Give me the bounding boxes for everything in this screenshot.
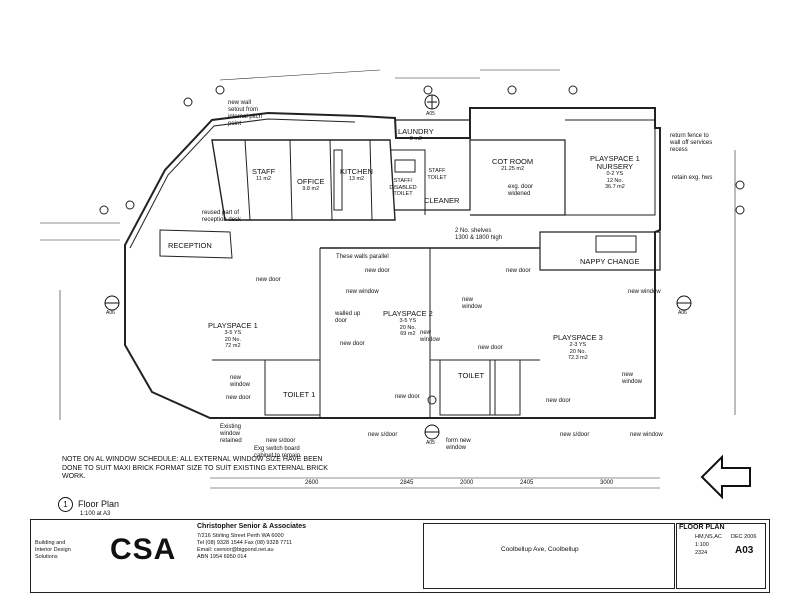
room-toilet2: TOILET xyxy=(458,371,485,380)
annotation: Exg switch board cabinet to remain xyxy=(254,446,301,459)
firm-name: Christopher Senior & Associates xyxy=(197,523,307,530)
project-name: Coolbellup Ave, Coolbellup xyxy=(501,546,579,553)
annotation: reused part of reception desk xyxy=(202,210,242,223)
dimension: 2000 xyxy=(460,480,474,486)
annotation: These walls parallel xyxy=(336,254,389,260)
firm-address: 7/216 Stirling Street Perth WA 6000 xyxy=(197,533,284,539)
date: DEC 2006 xyxy=(731,534,757,540)
room-cleaner: CLEANER xyxy=(424,196,460,205)
room-staff-wc: STAFF TOILET xyxy=(427,168,447,181)
section-marker-a06-left xyxy=(104,295,120,311)
annotation: 2 No. shelves 1300 & 1800 high xyxy=(455,228,503,241)
drawing-info-box xyxy=(676,523,766,589)
section-tag: A05 xyxy=(426,111,435,117)
title-block: Building and Interior Design Solutions C… xyxy=(30,519,770,593)
annotation: new door xyxy=(365,268,390,274)
annotation: exg. door widened xyxy=(508,184,534,197)
annotation: Existing window retained xyxy=(220,424,242,444)
section-marker-a05-bottom xyxy=(424,424,440,440)
annotation: new window xyxy=(622,372,643,385)
scale-value: 1:100 xyxy=(695,542,709,548)
dimension: 2845 xyxy=(400,480,414,486)
annotation: new door xyxy=(226,395,251,401)
annotation: walled up door xyxy=(335,311,361,324)
annotation: new window xyxy=(420,330,441,343)
room-staff-toilet: STAFF/ DISABLED TOILET xyxy=(389,178,417,197)
job-number: 2324 xyxy=(695,550,708,556)
annotation: new window xyxy=(628,289,661,295)
annotation: new door xyxy=(506,268,531,274)
firm-phone: Tel (08) 9328 1544 Fax (08) 9328 7711 xyxy=(197,540,292,546)
north-arrow-icon xyxy=(700,454,751,500)
room-toilet1: TOILET 1 xyxy=(283,390,316,399)
drawn-by: HM,NS,AC xyxy=(695,534,722,540)
annotation: new window xyxy=(462,297,483,310)
annotation: return fence to wall off services recess xyxy=(670,133,713,153)
drawing-title: FLOOR PLAN xyxy=(679,524,725,531)
section-marker-a06-right xyxy=(676,295,692,311)
dimension: 2405 xyxy=(520,480,534,486)
annotation: new s/door xyxy=(560,432,590,438)
csa-logo: CSA xyxy=(110,533,177,566)
firm-abn: ABN 1954 6950 014 xyxy=(197,554,247,560)
annotation: form new window xyxy=(446,438,471,451)
firm-email: Email: csenior@bigpond.net.au xyxy=(197,547,274,553)
sheet-number: A03 xyxy=(735,545,754,556)
annotation: new door xyxy=(478,345,503,351)
annotation: new wall setout from internal pitch poin… xyxy=(228,100,263,127)
annotation: new s/door xyxy=(266,438,296,444)
annotation: new window xyxy=(230,375,251,388)
plan-scale: 1:100 at A3 xyxy=(80,511,111,517)
room-reception: RECEPTION xyxy=(168,241,212,250)
annotation: retain exg. hws xyxy=(672,175,713,181)
annotation: new door xyxy=(395,394,420,400)
annotation: new door xyxy=(256,277,281,283)
dimension: 2600 xyxy=(305,480,319,486)
window-schedule-note: NOTE ON AL WINDOW SCHEDULE: ALL EXTERNAL… xyxy=(62,456,328,480)
annotation: new door xyxy=(546,398,571,404)
section-tag: A06 xyxy=(106,310,115,316)
section-marker-a05-top xyxy=(424,94,440,110)
plan-number: 1 xyxy=(58,497,73,512)
section-tag: A06 xyxy=(678,310,687,316)
annotation: new window xyxy=(346,289,379,295)
annotation: new window xyxy=(630,432,663,438)
plan-title: Floor Plan xyxy=(78,499,120,509)
dimension: 3000 xyxy=(600,480,614,486)
section-tag: A05 xyxy=(426,440,435,446)
annotation: new door xyxy=(340,341,365,347)
room-nappy: NAPPY CHANGE xyxy=(580,257,640,266)
annotation: new s/door xyxy=(368,432,398,438)
project-box xyxy=(423,523,675,589)
discipline: Building and Interior Design Solutions xyxy=(35,540,71,560)
outer-wall xyxy=(124,107,661,419)
